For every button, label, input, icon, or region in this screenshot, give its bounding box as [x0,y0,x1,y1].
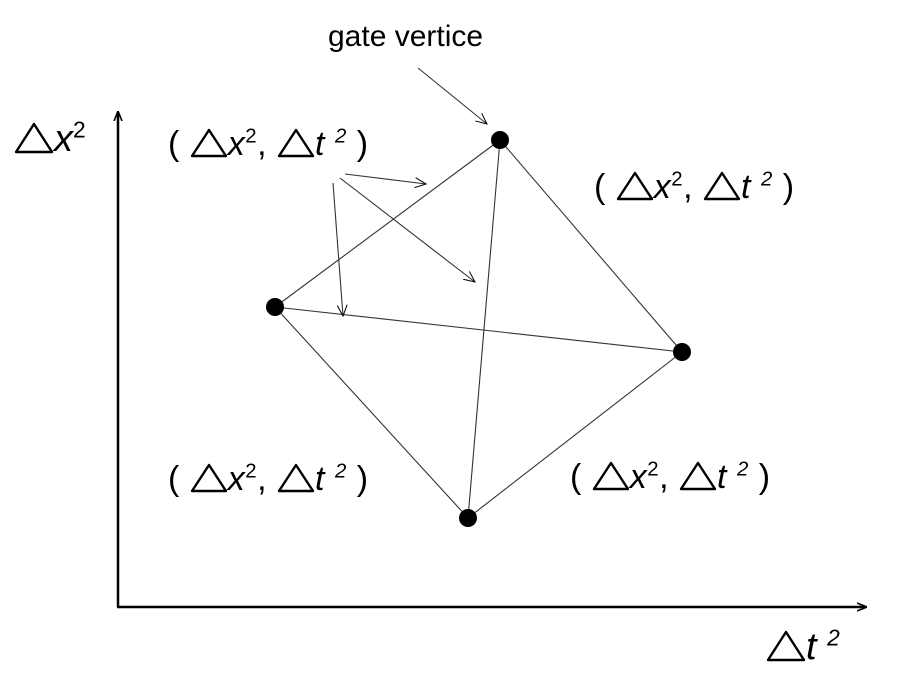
exp: 2 [736,458,749,481]
vertex-bottom [459,509,477,527]
coord-label-top-left: ( x2, t 2 ) [168,125,369,163]
x-axis-label: t 2 [766,626,840,668]
paren-open: ( [168,125,180,163]
vertex-top [491,131,509,149]
exp: 2 [760,168,773,191]
label-arrow-3 [332,182,343,316]
var-x: x [227,125,246,163]
x-axis-exp: 2 [827,624,840,651]
exp: 2 [245,125,258,148]
edge-bottom-left [274,306,469,519]
x-axis-var: t [806,626,817,668]
delta-icon [277,128,315,158]
exp: 2 [647,458,660,481]
graph-edges [274,139,683,519]
coord-label-bottom-right: ( x2, t 2 ) [570,458,771,496]
edge-left-top [274,139,501,308]
exp: 2 [671,168,684,191]
var-x: x [629,458,648,496]
delta-icon [679,461,717,491]
delta-icon [190,463,227,493]
label-arrow-1 [344,173,426,184]
var-t: t [315,460,325,498]
edge-top-bottom [467,139,501,519]
coord-label-bottom-left: ( x2, t 2 ) [168,460,369,498]
annotation-arrows [332,67,487,316]
var-x: x [653,168,672,206]
coord-label-top-right: ( x2, t 2 ) [594,168,795,206]
vertex-right [673,343,691,361]
delta-icon [592,461,629,491]
edge-left-right [274,306,683,353]
paren-open: ( [594,168,606,206]
gate-vertice-label: gate vertice [328,20,484,53]
delta-icon [616,171,653,201]
delta-icon [190,128,227,158]
gate-arrow [417,67,487,124]
delta-icon [766,630,806,662]
graph-vertices [266,131,691,527]
label-arrow-2 [339,177,475,282]
var-t: t [315,125,325,163]
separator: , [659,458,670,496]
delta-icon [277,463,315,493]
paren-close: ) [356,125,369,163]
vertex-left [266,298,284,316]
edge-top-right [499,139,683,353]
y-axis-exp: 2 [73,116,86,143]
var-t: t [717,458,727,496]
separator: , [257,125,268,163]
y-axis-label: x2 [14,118,86,160]
delta-icon [703,171,741,201]
paren-close: ) [782,168,795,206]
separator: , [257,460,268,498]
paren-open: ( [570,458,582,496]
var-t: t [741,168,751,206]
exp: 2 [334,125,347,148]
var-x: x [227,460,246,498]
separator: , [683,168,694,206]
y-axis-var: x [54,118,73,160]
exp: 2 [334,460,347,483]
edge-right-bottom [467,351,683,519]
exp: 2 [245,460,258,483]
paren-close: ) [758,458,771,496]
delta-icon [14,122,54,154]
paren-close: ) [356,460,369,498]
paren-open: ( [168,460,180,498]
